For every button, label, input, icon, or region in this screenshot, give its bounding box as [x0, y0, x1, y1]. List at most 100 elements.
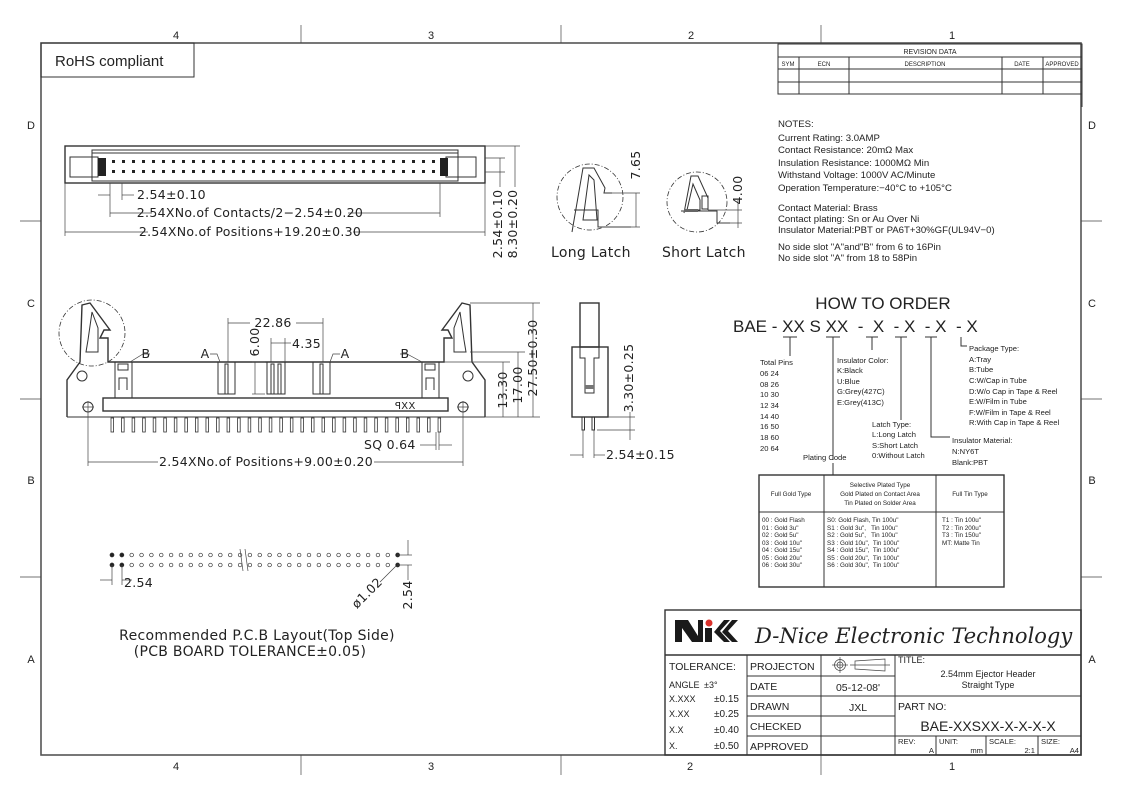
- drawn-label: DRAWN: [750, 701, 789, 713]
- package-type-value: C:W/Cap in Tube: [969, 376, 1027, 385]
- pin: [372, 170, 375, 173]
- top-width-dim: 8.30±0.20: [505, 190, 520, 259]
- zone-labels: 4 3 2 1 4 3 2 1 D C B A D C B A: [27, 30, 1096, 773]
- pin: [173, 417, 178, 433]
- selective-item: S2 : Gold 5u", Tin 100u": [827, 532, 898, 539]
- zone-col-2-bottom: 2: [687, 761, 693, 773]
- full-tin-item: MT: Matte Tin: [942, 540, 980, 547]
- pcb-hole: [336, 552, 341, 558]
- pin: [332, 170, 335, 173]
- pcb-hole: [247, 552, 253, 558]
- zone-col-4-bottom: 4: [173, 761, 179, 773]
- pin: [402, 160, 405, 163]
- pcb-hole: [287, 552, 292, 558]
- company-logo: [675, 619, 738, 642]
- full-gold-item: 04 : Gold 15u": [762, 547, 802, 554]
- latch-type-value: L:Long Latch: [872, 430, 916, 439]
- pin: [342, 160, 345, 163]
- tolerance-xx-value: ±0.40: [714, 725, 739, 736]
- pcb-hole: [237, 552, 243, 558]
- approved-label: APPROVED: [750, 741, 809, 753]
- pin: [392, 170, 395, 173]
- pin: [194, 417, 199, 433]
- pin: [384, 417, 389, 433]
- tolerance-angle-label: ANGLE: [669, 680, 700, 690]
- pin: [110, 417, 114, 433]
- pin: [432, 160, 435, 163]
- scale-value: 2:1: [1024, 746, 1035, 755]
- pin: [292, 160, 295, 163]
- latch-type-value: 0:Without Latch: [872, 451, 925, 460]
- notes-title: NOTES:: [778, 119, 814, 130]
- pcb-hole: [306, 552, 312, 558]
- pin: [242, 170, 245, 173]
- total-pins-value: 12 34: [760, 401, 779, 410]
- pin: [279, 417, 283, 433]
- pcb-hole: [297, 552, 302, 558]
- pcb-hole: [139, 552, 144, 558]
- selective-item: S4 : Gold 15u", Tin 100u": [827, 547, 899, 554]
- plating-header-selective: Gold Plated on Contact Area: [840, 491, 920, 498]
- pcb-hole: [316, 562, 322, 568]
- pin: [427, 417, 431, 433]
- zone-row-d-right: D: [1088, 120, 1096, 132]
- package-type-value: E:W/Film in Tube: [969, 397, 1027, 406]
- pin: [392, 160, 395, 163]
- insulator-material-value: N:NY6T: [952, 447, 979, 456]
- tolerance-xxx-value: ±0.25: [714, 709, 739, 720]
- note-line: Contact Resistance: 20mΩ Max: [778, 145, 913, 156]
- note-line: Operation Temperature:−40°C to +105°C: [778, 183, 952, 194]
- zone-row-b-left: B: [27, 475, 34, 487]
- pcb-hole: [149, 552, 154, 558]
- pin: [321, 417, 325, 433]
- insulator-color-value: E:Grey(413C): [837, 398, 884, 407]
- pin: [142, 160, 145, 163]
- slot-height-dim: 6.00: [247, 327, 262, 356]
- pcb-hole: [365, 562, 371, 568]
- pin: [262, 160, 265, 163]
- plating-header-selective: Selective Plated Type: [850, 482, 911, 489]
- pin: [422, 170, 425, 173]
- pcb-hole: [267, 552, 272, 558]
- pin: [212, 160, 215, 163]
- pin: [142, 417, 146, 433]
- pcb-hole: [277, 562, 282, 568]
- pcb-hole: [306, 562, 312, 568]
- pcb-hole: [139, 562, 144, 568]
- pin: [192, 160, 195, 163]
- pcb-hole: [149, 562, 154, 568]
- slot-a-left-label: A: [201, 346, 210, 361]
- pin: [247, 417, 252, 433]
- slot-spacing-dim: 22.86: [254, 315, 291, 330]
- pin: [162, 160, 165, 163]
- total-pins-value: 18 60: [760, 433, 779, 442]
- pin: [152, 170, 155, 173]
- pcb-hole: [218, 552, 223, 558]
- pin: [163, 417, 167, 433]
- pin: [382, 160, 385, 163]
- insulator-material-value: Blank:PBT: [952, 458, 988, 467]
- pin: [131, 417, 136, 433]
- zone-row-c-left: C: [27, 298, 35, 310]
- pin: [302, 170, 305, 173]
- front-view: 22.86 6.00 4.35 A A B B XXP 13.30 17.00 …: [58, 299, 540, 469]
- pin: [342, 417, 347, 433]
- full-gold-item: 00 : Gold Flash: [762, 517, 805, 524]
- rohs-badge: RoHS compliant: [40, 42, 195, 78]
- revision-table: REVISION DATA SYM ECN DESCRIPTION DATE A…: [777, 43, 1083, 107]
- long-latch-label: Long Latch: [551, 245, 631, 261]
- pin: [192, 170, 195, 173]
- pcb-hole: [178, 562, 184, 568]
- pin: [132, 160, 135, 163]
- side-pitch-dim: 2.54±0.15: [606, 447, 675, 462]
- logo-accent-dot: [705, 619, 713, 627]
- pin: [395, 417, 399, 433]
- pin: [342, 170, 345, 173]
- pcb-hole: [208, 552, 213, 558]
- pin: [172, 170, 175, 173]
- drawing-title-line-1: 2.54mm Ejector Header: [940, 669, 1035, 679]
- drawn-value: JXL: [849, 702, 867, 714]
- pcb-hole: [208, 562, 213, 568]
- pin: [302, 160, 305, 163]
- revision-header-description: DESCRIPTION: [904, 62, 945, 68]
